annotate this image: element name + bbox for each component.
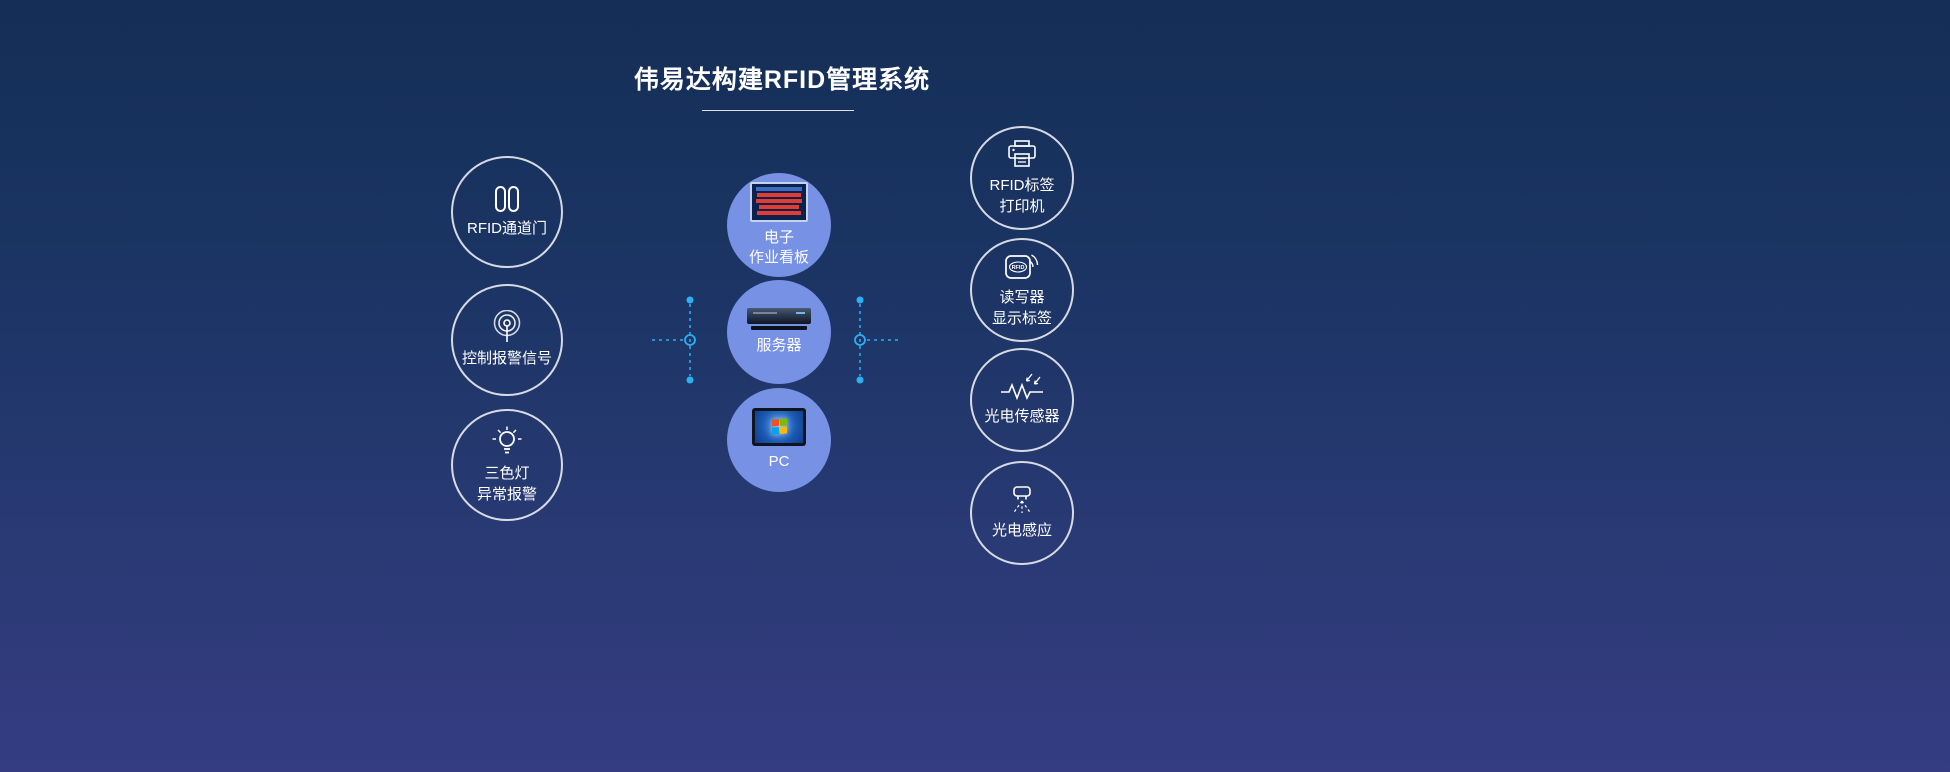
signal-icon (489, 310, 525, 344)
node-label: RFID通道门 (467, 219, 547, 239)
photo-sensor-icon (999, 372, 1045, 402)
connector-left (650, 292, 698, 388)
label-line: 电子 (763, 228, 794, 246)
printer-icon (1004, 139, 1040, 171)
label-line: 读写器 (999, 289, 1045, 307)
node-label: 三色灯 异常报警 (477, 464, 537, 505)
node-rfid-gate: RFID通道门 (451, 156, 563, 268)
connector-right (852, 292, 900, 388)
bulb-icon (488, 425, 526, 459)
node-label: PC (769, 452, 790, 472)
node-label: 读写器 显示标签 (992, 288, 1052, 329)
node-label: 电子 作业看板 (749, 228, 809, 269)
label-line: RFID通道门 (467, 220, 547, 238)
label-line: 异常报警 (476, 485, 537, 503)
label-line: 作业看板 (748, 249, 809, 266)
node-alarm-signal: 控制报警信号 (451, 284, 563, 396)
label-line: 三色灯 (484, 465, 530, 483)
label-line: 打印机 (999, 197, 1045, 215)
node-rfid-reader: RFID 读写器 显示标签 (970, 238, 1074, 342)
label-line: 显示标签 (991, 309, 1052, 327)
pc-image (752, 407, 806, 446)
label-line: PC (768, 452, 790, 470)
title-underline (702, 110, 854, 111)
node-kanban: 电子 作业看板 (727, 173, 831, 277)
node-label: 光电感应 (992, 521, 1052, 541)
label-line: 光电感应 (991, 522, 1052, 540)
node-label: RFID标签 打印机 (990, 176, 1055, 217)
node-rfid-printer: RFID标签 打印机 (970, 126, 1074, 230)
node-tricolor-light: 三色灯 异常报警 (451, 409, 563, 521)
gate-icon (491, 184, 523, 214)
label-line: 服务器 (756, 336, 802, 354)
node-pc: PC (727, 388, 831, 492)
kanban-image (750, 181, 808, 222)
label-line: 光电传感器 (984, 408, 1060, 426)
rfid-reader-icon: RFID (1002, 251, 1042, 283)
node-server: 服务器 (727, 280, 831, 384)
node-photo-sensor: 光电传感器 (970, 348, 1074, 452)
windows-logo-icon (771, 418, 787, 435)
node-label: 服务器 (756, 336, 801, 356)
reader-rfid-text: RFID (1012, 265, 1025, 271)
page-title: 伟易达构建RFID管理系统 (633, 66, 931, 94)
node-photo-sensing: 光电感应 (970, 461, 1074, 565)
node-label: 控制报警信号 (462, 349, 552, 369)
node-label: 光电传感器 (984, 407, 1059, 427)
server-image (747, 307, 811, 330)
label-line: RFID标签 (989, 177, 1055, 195)
photo-sensing-icon (1005, 484, 1039, 516)
label-line: 控制报警信号 (461, 350, 552, 368)
